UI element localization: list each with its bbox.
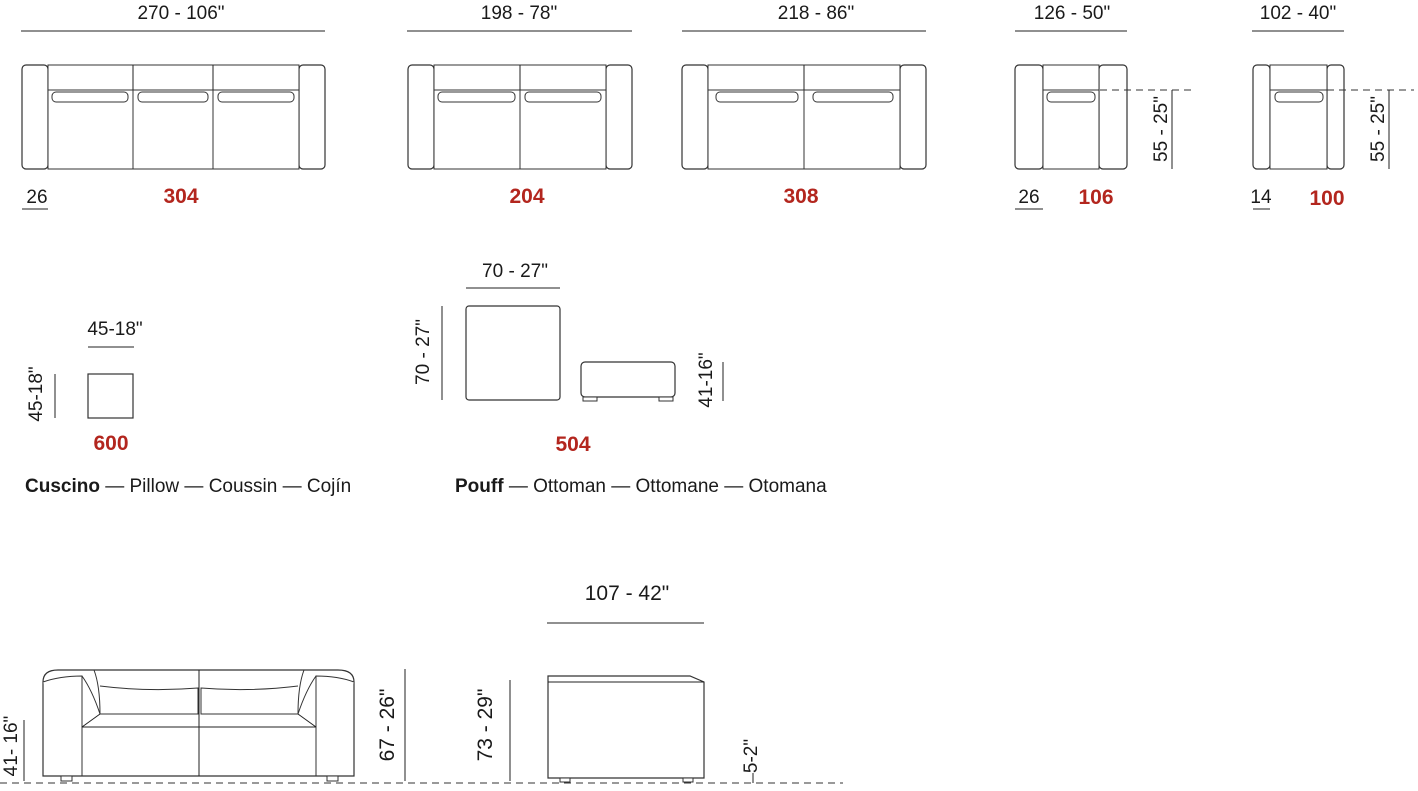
pillow-height-label: 45-18" — [26, 366, 47, 421]
module-204-sofa-top-view — [407, 64, 633, 170]
ottoman-side-view — [580, 361, 676, 402]
pillow-width-label: 45-18" — [87, 319, 142, 340]
ottoman-caption: Pouff — Ottoman — Ottomane — Otomana — [455, 476, 827, 497]
seat-height-label: 41- 16" — [1, 716, 22, 777]
pillow: 45-18" 45-18" 600 Cuscino — Pillow — Cou… — [25, 319, 351, 497]
ottoman-caption-bold: Pouff — [455, 476, 504, 497]
ottoman-height-label: 41-16" — [696, 352, 717, 407]
module-100: 102 - 40" 55 - 25" 14 100 — [1250, 3, 1414, 210]
module-308-width-label: 218 - 86" — [778, 3, 854, 24]
back-height-label: 67 - 26" — [376, 689, 399, 762]
module-106-arm-label: 26 — [1018, 187, 1039, 208]
pillow-code: 600 — [93, 432, 128, 455]
module-304: 270 - 106" 26 304 — [21, 3, 326, 210]
ottoman: 70 - 27" 70 - 27" 41-16" 504 Pouff — Ott… — [413, 261, 827, 497]
module-106-code: 106 — [1078, 186, 1113, 209]
pillow-caption: Cuscino — Pillow — Coussin — Cojín — [25, 476, 351, 497]
pillow-shape — [87, 373, 134, 419]
ottoman-top-view — [465, 305, 561, 401]
module-308: 218 - 86" 308 — [681, 3, 927, 208]
module-204-width-label: 198 - 78" — [481, 3, 557, 24]
module-204-code: 204 — [509, 185, 544, 208]
sofa-side-view — [547, 675, 705, 783]
module-304-width-label: 270 - 106" — [137, 3, 224, 24]
depth-label: 107 - 42" — [585, 582, 670, 605]
module-304-sofa-top-view — [21, 64, 326, 170]
module-304-arm-label: 26 — [26, 187, 47, 208]
module-100-armchair-top-view — [1252, 64, 1345, 170]
module-308-code: 308 — [783, 185, 818, 208]
module-100-width-label: 102 - 40" — [1260, 3, 1336, 24]
ottoman-code: 504 — [555, 433, 590, 456]
module-106-height-label: 55 - 25" — [1151, 96, 1172, 162]
module-100-height-label: 55 - 25" — [1368, 96, 1389, 162]
module-106-armchair-top-view — [1014, 64, 1128, 170]
module-100-code: 100 — [1309, 187, 1344, 210]
ottoman-caption-rest: — Ottoman — Ottomane — Otomana — [504, 476, 828, 497]
ottoman-width-label: 70 - 27" — [482, 261, 548, 282]
module-106: 126 - 50" 55 - 25" 26 106 — [1014, 3, 1195, 210]
sofa-front-view — [42, 669, 355, 782]
pillow-caption-rest: — Pillow — Coussin — Cojín — [100, 476, 351, 497]
feet-height-label: 5-2" — [741, 739, 762, 773]
ottoman-depth-label: 70 - 27" — [413, 319, 434, 385]
module-304-code: 304 — [163, 185, 198, 208]
module-204: 198 - 78" 204 — [407, 3, 633, 208]
module-106-width-label: 126 - 50" — [1034, 3, 1110, 24]
total-height-label: 73 - 29" — [474, 689, 497, 762]
module-308-sofa-top-view — [681, 64, 927, 170]
pillow-caption-bold: Cuscino — [25, 476, 100, 497]
module-100-arm-label: 14 — [1250, 187, 1272, 208]
elevation: 41- 16" 67 - 26" 73 - 29" 107 - 42" — [0, 582, 843, 784]
